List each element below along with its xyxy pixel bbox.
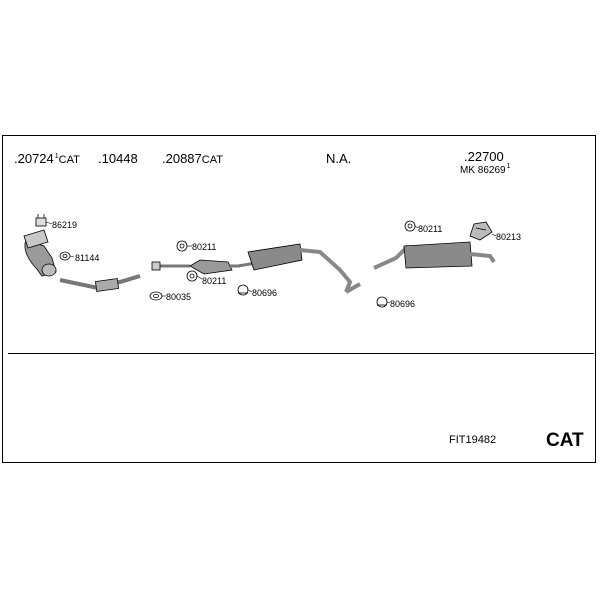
leader-lines: [45, 221, 497, 304]
hanger-80213-icon: [469, 221, 493, 241]
frame-divider: [8, 353, 594, 354]
catalytic-converter-icon: [151, 259, 240, 275]
part-label-80211-b: 80211: [202, 276, 227, 286]
clamp-80211-b-icon: [186, 270, 198, 282]
clamp-80211-c-icon: [404, 220, 416, 232]
part-label-80213: 80213: [496, 232, 522, 242]
part-label-80696-b: 80696: [390, 299, 416, 309]
header-part-na: N.A.: [326, 151, 352, 166]
header-part-20887: .20887CAT: [162, 151, 223, 166]
clamp-80696-a-icon: [237, 284, 249, 296]
rear-silencer-icon: [373, 241, 496, 270]
part-label-80211-a: 80211: [192, 242, 217, 252]
diagram-frame: [2, 135, 596, 463]
header-part-22700: .22700: [464, 149, 504, 164]
catalytic-manifold-icon: [23, 229, 57, 277]
front-pipe-icon: [59, 274, 141, 292]
part-label-86219: 86219: [52, 220, 78, 230]
part-label-81144: 81144: [75, 253, 100, 263]
gasket-81144-icon: [59, 251, 71, 261]
header-part-20724: .207241CAT: [14, 151, 80, 166]
gasket-80035-icon: [149, 291, 163, 301]
part-label-80035: 80035: [166, 292, 192, 302]
mounting-kit-label: MK 862691: [460, 163, 511, 176]
clamp-80696-b-icon: [376, 296, 388, 308]
header-part-10448: .10448: [98, 151, 138, 166]
centre-silencer-icon: [237, 243, 361, 294]
kit-code: FIT19482: [449, 434, 497, 446]
bracket-86219-icon: [35, 214, 47, 227]
clamp-80211-a-icon: [176, 240, 188, 252]
part-label-80211-c: 80211: [418, 224, 443, 234]
part-label-80696-a: 80696: [252, 288, 278, 298]
kit-type-label: CAT: [546, 430, 584, 451]
